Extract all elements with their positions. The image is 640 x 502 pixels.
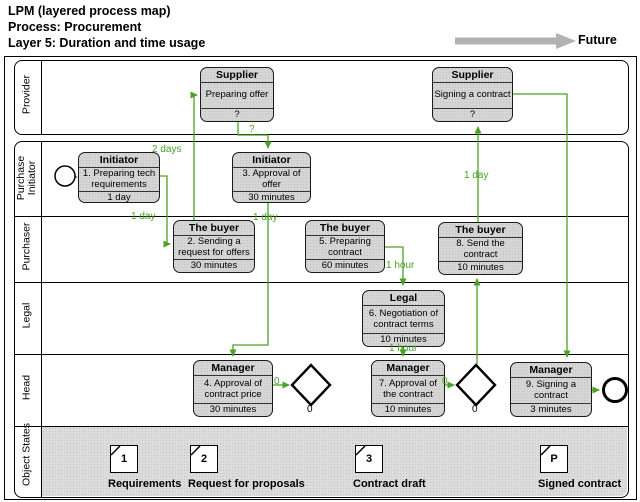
task-role: The buyer bbox=[174, 221, 254, 236]
task-name: 5. Preparing contract bbox=[319, 236, 371, 258]
edge-label-zero-1: 0 bbox=[274, 376, 280, 387]
task-duration: 10 minutes bbox=[372, 403, 444, 416]
edge-label-zero-2: 0 bbox=[442, 376, 448, 387]
lane-label-legal: Legal bbox=[20, 302, 33, 329]
task-duration: ? bbox=[201, 108, 273, 121]
task-duration: 30 minutes bbox=[174, 259, 254, 272]
task-duration: 3 minutes bbox=[511, 403, 591, 416]
lane-separator-4 bbox=[15, 426, 628, 427]
document-icon-request-for-proposals: 2 bbox=[190, 445, 218, 473]
task-duration: 1 day bbox=[79, 191, 159, 202]
object-state-label: Contract draft bbox=[353, 478, 426, 490]
document-symbol: 2 bbox=[200, 453, 208, 465]
document-symbol: P bbox=[550, 453, 558, 465]
object-state-label: Request for proposals bbox=[188, 478, 305, 490]
task-role: The buyer bbox=[439, 223, 522, 238]
folded-corner-icon bbox=[541, 446, 551, 456]
object-state-label: Signed contract bbox=[538, 478, 622, 490]
lane-label-purchaser: Purchaser bbox=[20, 222, 33, 271]
task-duration: 10 minutes bbox=[363, 333, 444, 346]
task-name: Signing a contract bbox=[434, 89, 511, 101]
lane-separator-3 bbox=[15, 354, 628, 355]
task-4-approval-of-contract-price: Manager 4. Approval of contract price 30… bbox=[193, 360, 273, 417]
title-line-2: Process: Procurement bbox=[8, 20, 142, 34]
task-supplier-signing-contract: Supplier Signing a contract ? bbox=[432, 67, 513, 122]
task-duration: 10 minutes bbox=[439, 261, 522, 274]
folded-corner-icon bbox=[191, 446, 201, 456]
gateway1-label: 0 bbox=[307, 404, 313, 415]
provider-pool bbox=[14, 60, 629, 135]
provider-label-divider bbox=[41, 61, 42, 134]
task-name: 9. Signing a contract bbox=[525, 379, 577, 401]
task-duration: ? bbox=[433, 108, 512, 121]
task-5-preparing-contract: The buyer 5. Preparing contract 60 minut… bbox=[305, 220, 385, 273]
task-role: The buyer bbox=[306, 221, 384, 236]
edge-label-2-days: 2 days bbox=[152, 144, 182, 155]
lane-separator-1 bbox=[15, 216, 628, 217]
task-name: 3. Approval of offer bbox=[242, 168, 301, 190]
task-9-signing-a-contract: Manager 9. Signing a contract 3 minutes bbox=[510, 362, 592, 417]
task-name: 7. Approval of the contract bbox=[378, 378, 438, 400]
task-2-sending-request-for-offers: The buyer 2. Sending a request for offer… bbox=[173, 220, 255, 273]
edge-label-1-day-left: 1 day bbox=[131, 211, 156, 222]
object-states-lane-background bbox=[42, 427, 627, 496]
task-role: Initiator bbox=[233, 153, 310, 168]
gateway2-label: 0 bbox=[472, 404, 478, 415]
task-3-approval-of-offer: Initiator 3. Approval of offer 30 minute… bbox=[232, 152, 311, 203]
future-label: Future bbox=[578, 33, 617, 47]
task-name: 6. Negotiation of contract terms bbox=[368, 308, 439, 330]
task-role: Legal bbox=[363, 291, 444, 306]
task-name: Preparing offer bbox=[205, 89, 269, 101]
document-symbol: 3 bbox=[365, 453, 373, 465]
edge-label-1-day-right: 1 day bbox=[464, 170, 489, 181]
edge-label-1-hour-upper: 1 hour bbox=[386, 260, 415, 271]
task-supplier-preparing-offer: Supplier Preparing offer ? bbox=[200, 67, 274, 122]
task-role: Supplier bbox=[433, 68, 512, 83]
task-role: Manager bbox=[372, 361, 444, 376]
task-name: 8. Send the contract bbox=[456, 238, 505, 260]
edge-label-1-hour-lower: 1 hour bbox=[389, 343, 418, 354]
title-line-3: Layer 5: Duration and time usage bbox=[8, 36, 206, 50]
folded-corner-icon bbox=[111, 446, 121, 456]
object-state-label: Requirements bbox=[108, 478, 182, 490]
title-line-1: LPM (layered process map) bbox=[8, 4, 171, 18]
task-duration: 60 minutes bbox=[306, 259, 384, 272]
task-duration: 30 minutes bbox=[194, 403, 272, 416]
main-label-divider bbox=[41, 142, 42, 497]
document-symbol: 1 bbox=[120, 453, 128, 465]
task-role: Manager bbox=[194, 361, 272, 376]
task-1-preparing-tech-requirements: Initiator 1. Preparing tech requirements… bbox=[78, 152, 160, 203]
document-icon-signed-contract: P bbox=[540, 445, 568, 473]
diagram-title: LPM (layered process map) Process: Procu… bbox=[8, 3, 205, 51]
diagram-frame bbox=[4, 56, 637, 500]
task-role: Supplier bbox=[201, 68, 273, 83]
edge-label-1-day-mid: 1 day bbox=[253, 212, 278, 223]
task-name: 1. Preparing tech requirements bbox=[82, 168, 156, 190]
task-8-send-the-contract: The buyer 8. Send the contract 10 minute… bbox=[438, 222, 523, 275]
task-role: Initiator bbox=[79, 153, 159, 168]
edge-label-question: ? bbox=[249, 124, 255, 135]
task-name: 2. Sending a request for offers bbox=[178, 236, 250, 258]
lane-separator-2 bbox=[15, 282, 628, 283]
folded-corner-icon bbox=[356, 446, 366, 456]
task-role: Manager bbox=[511, 363, 591, 378]
lane-label-provider: Provider bbox=[20, 74, 33, 115]
task-7-approval-of-the-contract: Manager 7. Approval of the contract 10 m… bbox=[371, 360, 445, 417]
task-name: 4. Approval of contract price bbox=[203, 378, 263, 400]
document-icon-requirements: 1 bbox=[110, 445, 138, 473]
lane-label-object-states: Object States bbox=[20, 422, 33, 487]
task-6-negotiation-of-contract-terms: Legal 6. Negotiation of contract terms 1… bbox=[362, 290, 445, 347]
task-duration: 30 minutes bbox=[233, 191, 310, 202]
document-icon-contract-draft: 3 bbox=[355, 445, 383, 473]
